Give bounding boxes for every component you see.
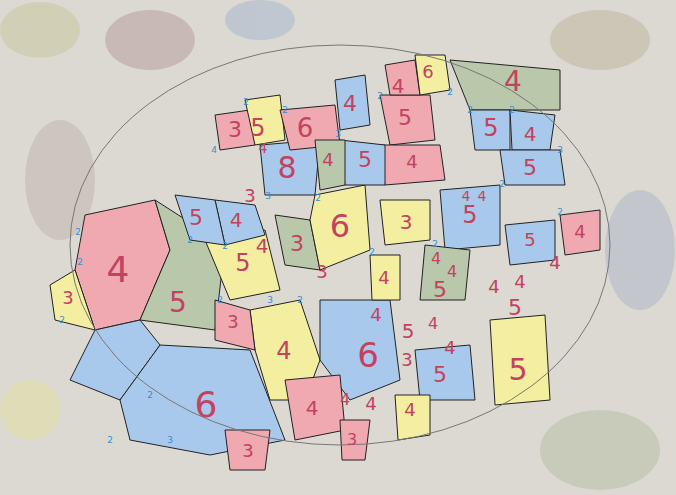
cell-degree: 6 (422, 63, 433, 81)
cell-degree: 8 (277, 153, 296, 183)
cell-degree: 5 (189, 207, 203, 229)
cell-degree: 6 (195, 387, 218, 423)
cell-degree: 3 (401, 351, 412, 369)
cell-degree: 5 (250, 116, 265, 140)
cell-degree: 4 (406, 153, 417, 171)
cell-degree: 4 (107, 252, 130, 288)
cell-degree: 4 (306, 398, 319, 418)
cell-degree: 4 (230, 210, 243, 230)
vertex-degree: 3 (265, 192, 271, 201)
cell-degree: 5 (235, 251, 250, 275)
cell-degree: 6 (330, 210, 350, 242)
cell-degree: 6 (297, 115, 314, 141)
cell-degree: 3 (400, 212, 413, 232)
cell-degree: 4 (514, 273, 525, 291)
vertex-degree: 2 (107, 436, 113, 445)
cell-degree: 4 (431, 251, 441, 267)
cell-degree: 4 (365, 395, 376, 413)
cell-degree: 3 (316, 263, 327, 281)
vertex-degree: 2 (243, 98, 249, 107)
cell-degree: 5 (169, 289, 187, 317)
cell-degree: 4 (276, 339, 291, 363)
cell-degree: 5 (398, 107, 412, 129)
cell-degree: 4 (524, 124, 537, 144)
cell-degree: 5 (508, 297, 522, 319)
vertex-degree: 4 (211, 146, 217, 155)
cell-degree: 4 (549, 254, 560, 272)
cell-degree: 4 (370, 306, 381, 324)
vertex-degree: 2 (282, 106, 288, 115)
vertex-degree: 2 (467, 106, 473, 115)
cell-degree: 4 (428, 316, 438, 332)
cell-degree: 3 (347, 432, 357, 448)
vertex-degree: 2 (447, 88, 453, 97)
cell-degree: 4 (478, 189, 487, 203)
cell-degree: 4 (404, 401, 415, 419)
cell-degree: 4 (256, 236, 269, 256)
cell-degree: 4 (444, 339, 455, 357)
cell-degree: 4 (462, 189, 471, 203)
cell-degree: 5 (524, 231, 535, 249)
cell-degree: 3 (62, 289, 73, 307)
vertex-degree: 2 (77, 258, 83, 267)
cell-degree: 4 (259, 141, 268, 155)
cell-degree: 3 (244, 187, 255, 205)
cell-degree: 4 (343, 93, 357, 115)
vertex-degree: 2 (369, 248, 375, 257)
vertex-degree: 2 (222, 242, 228, 251)
vertex-degree: 2 (147, 391, 153, 400)
cell-degree: 5 (358, 149, 372, 171)
vertex-degree: 3 (167, 436, 173, 445)
cell-degree: 5 (402, 321, 415, 341)
vertex-degree: 3 (335, 130, 341, 139)
vertex-degree: 2 (315, 194, 321, 203)
vertex-degree: 2 (59, 316, 65, 325)
vertex-degree: 2 (187, 236, 193, 245)
cell-degree: 4 (447, 264, 457, 280)
cell-degree: 6 (357, 338, 379, 372)
cell-degree: 5 (483, 116, 498, 140)
cell-degree: 4 (378, 269, 389, 287)
vertex-degree: 2 (557, 208, 563, 217)
cell-degree: 4 (322, 151, 333, 169)
vertex-degree: 2 (75, 228, 81, 237)
cell-degree: 5 (433, 279, 447, 301)
vertex-degree: 2 (297, 296, 303, 305)
cell-degree: 5 (462, 203, 477, 227)
cell-degree: 3 (227, 313, 238, 331)
cell-degree: 4 (574, 223, 585, 241)
cell-degree: 5 (433, 364, 447, 386)
cell-degree: 4 (340, 392, 350, 408)
vertex-degree: 2 (217, 296, 223, 305)
vertex-degree: 2 (377, 92, 383, 101)
vertex-degree: 2 (509, 106, 515, 115)
vertex-degree: 3 (267, 296, 273, 305)
cell-degree: 3 (242, 442, 253, 460)
vertex-degree: 3 (557, 146, 563, 155)
cell-degree: 3 (228, 119, 242, 141)
cell-degree: 5 (523, 157, 537, 179)
cell-degree: 5 (508, 355, 527, 385)
cell-degree: 4 (488, 278, 499, 296)
cell-degree: 3 (290, 233, 304, 255)
cell-degree: 4 (504, 68, 522, 96)
cell-degree: 4 (392, 76, 405, 96)
vertex-degree: 2 (499, 180, 505, 189)
vertex-degree: 2 (432, 240, 438, 249)
